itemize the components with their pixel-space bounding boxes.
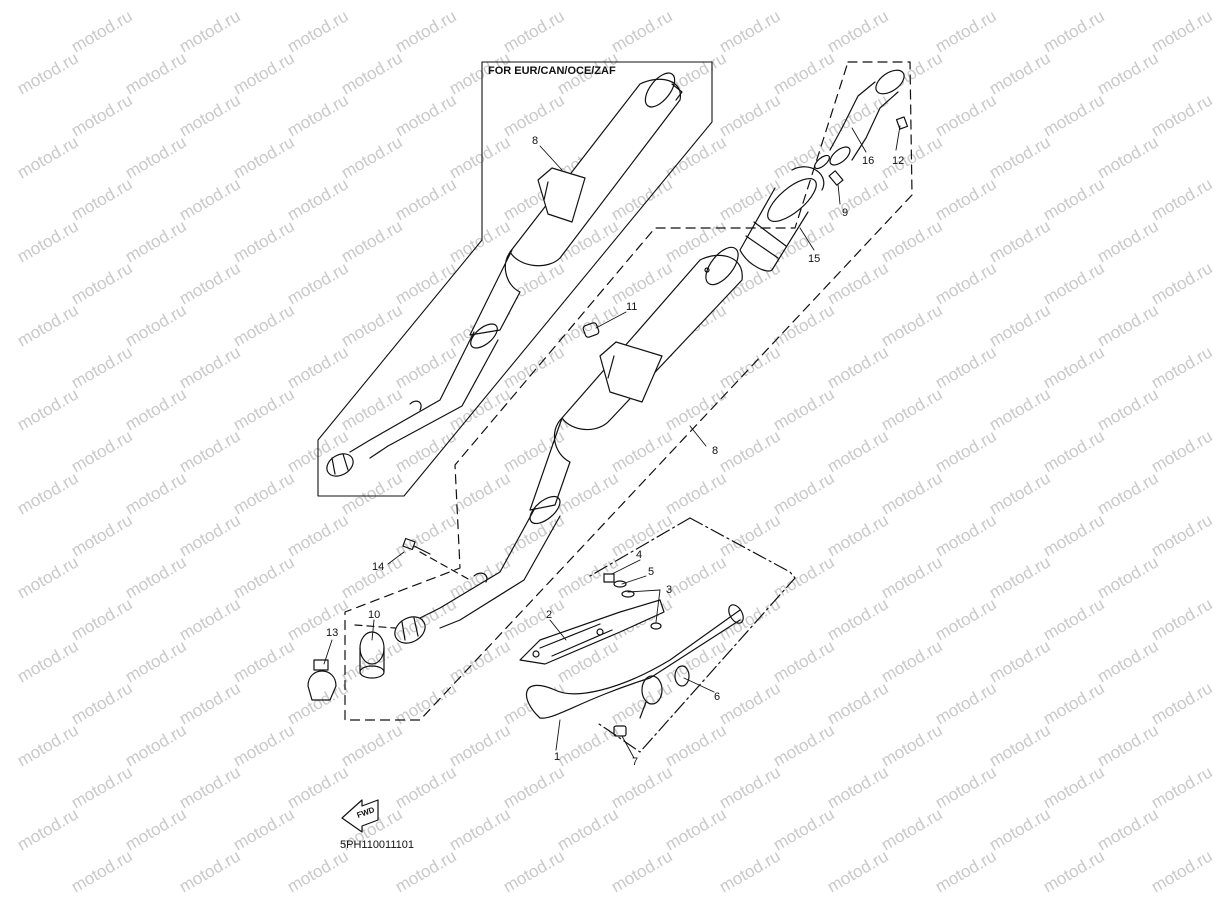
callout-1: 1 xyxy=(554,751,561,763)
clamp-13 xyxy=(307,659,337,701)
bolt-7 xyxy=(613,725,627,737)
callout-16: 16 xyxy=(862,155,875,167)
callout-8-main: 8 xyxy=(712,445,719,457)
callout-3: 3 xyxy=(666,584,673,596)
callout-13: 13 xyxy=(326,627,339,639)
dashdot-leader xyxy=(589,517,691,577)
dashed-leader xyxy=(354,624,396,629)
callout-7: 7 xyxy=(632,756,639,768)
fwd-arrow-icon: FWD xyxy=(341,799,379,833)
dashed-leader xyxy=(419,551,471,581)
callout-12: 12 xyxy=(892,155,905,167)
variant-box-title: FOR EUR/CAN/OCE/ZAF xyxy=(488,65,616,77)
diagram-code: 5PH110011101 xyxy=(340,839,415,851)
callout-14: 14 xyxy=(372,561,385,573)
exhaust-pipe-1 xyxy=(525,604,744,719)
callout-6: 6 xyxy=(714,691,721,703)
protector-2 xyxy=(519,599,665,665)
callout-5: 5 xyxy=(648,566,655,578)
header-dashdot-outline xyxy=(595,517,796,753)
callout-2: 2 xyxy=(546,609,553,621)
tail-pipe xyxy=(814,69,905,170)
callout-8-variant: 8 xyxy=(532,135,539,147)
variant-box-outline xyxy=(317,61,713,497)
fasteners-3-4-5 xyxy=(603,573,662,630)
spark-arrestor xyxy=(739,166,825,272)
callout-9: 9 xyxy=(842,207,849,219)
callout-11: 11 xyxy=(626,301,638,313)
callout-10: 10 xyxy=(368,609,381,621)
gasket-10 xyxy=(359,631,385,679)
callout-4: 4 xyxy=(636,549,643,561)
muffler-variant xyxy=(326,72,683,477)
callout-15: 15 xyxy=(808,253,821,265)
gasket-6 xyxy=(674,665,690,687)
muffler-main xyxy=(394,246,743,644)
leader-lines xyxy=(323,125,901,759)
assembly-dashed-outline xyxy=(344,61,913,721)
